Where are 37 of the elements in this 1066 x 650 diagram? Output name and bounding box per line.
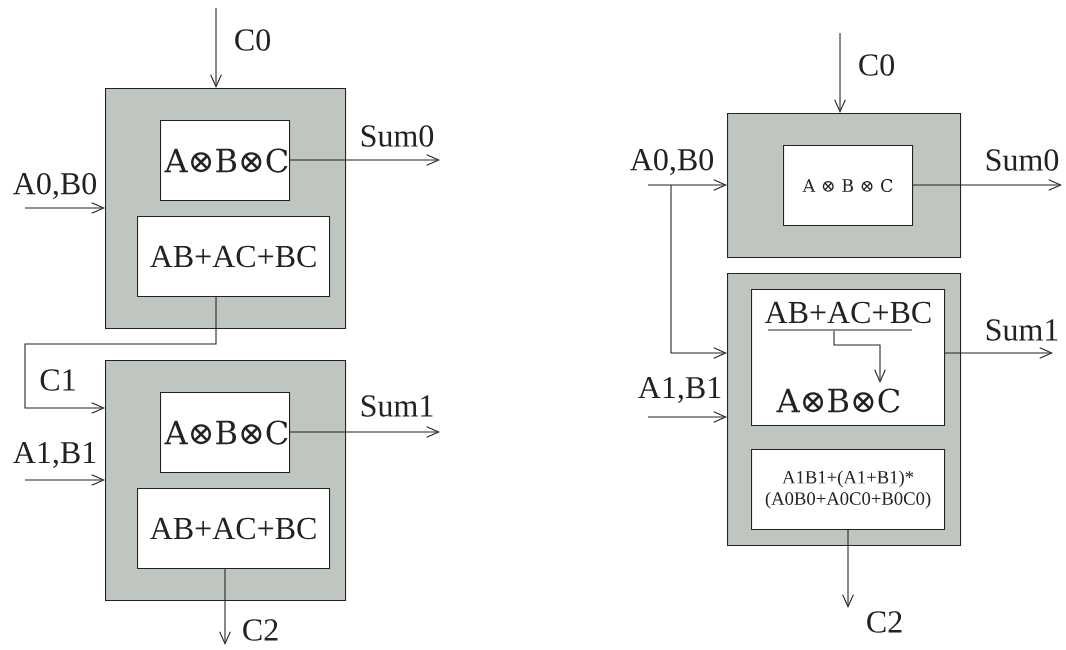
arrow xyxy=(219,567,231,645)
edge-label: A1,B1 xyxy=(636,375,724,405)
edge-label: C0 xyxy=(856,52,897,78)
logic-box: AB+AC+BC xyxy=(137,216,331,298)
edge-label: A0,B0 xyxy=(628,147,716,177)
arrow xyxy=(210,7,222,88)
edge-label: Sum0 xyxy=(358,123,436,149)
logic-box: AB+AC+BC xyxy=(137,488,331,570)
arrow xyxy=(24,202,105,214)
arrow xyxy=(647,179,727,191)
expression-text: A⊗B⊗C xyxy=(776,388,900,413)
edge-label: Sum1 xyxy=(983,317,1061,343)
logic-box: A⊗B⊗C xyxy=(160,392,291,474)
arrow xyxy=(670,184,727,359)
underlined-expression: AB+AC+BC xyxy=(764,301,931,331)
arrow xyxy=(842,529,854,608)
logic-box: A1B1+(A1+B1)* (A0B0+A0C0+B0C0) xyxy=(751,449,946,531)
arrow xyxy=(833,330,886,383)
edge-label: A1,B1 xyxy=(11,440,99,470)
logic-box: A ⊗ B ⊗ C xyxy=(783,145,914,227)
arrow xyxy=(944,347,1053,359)
arrow xyxy=(912,179,1062,191)
inner-box xyxy=(751,289,946,427)
arrow xyxy=(647,411,727,423)
arrow xyxy=(24,474,105,486)
logic-box: A⊗B⊗C xyxy=(160,120,291,202)
arrow xyxy=(834,32,846,113)
arrow xyxy=(24,296,217,414)
edge-label: Sum1 xyxy=(358,393,436,419)
edge-label: C2 xyxy=(864,609,905,635)
edge-label: C0 xyxy=(232,27,273,53)
edge-label: C1 xyxy=(38,367,78,393)
edge-label: C2 xyxy=(240,617,281,643)
arrow xyxy=(289,426,440,438)
arrow xyxy=(289,154,440,166)
edge-label: A0,B0 xyxy=(11,171,99,201)
edge-label: Sum0 xyxy=(983,147,1061,173)
